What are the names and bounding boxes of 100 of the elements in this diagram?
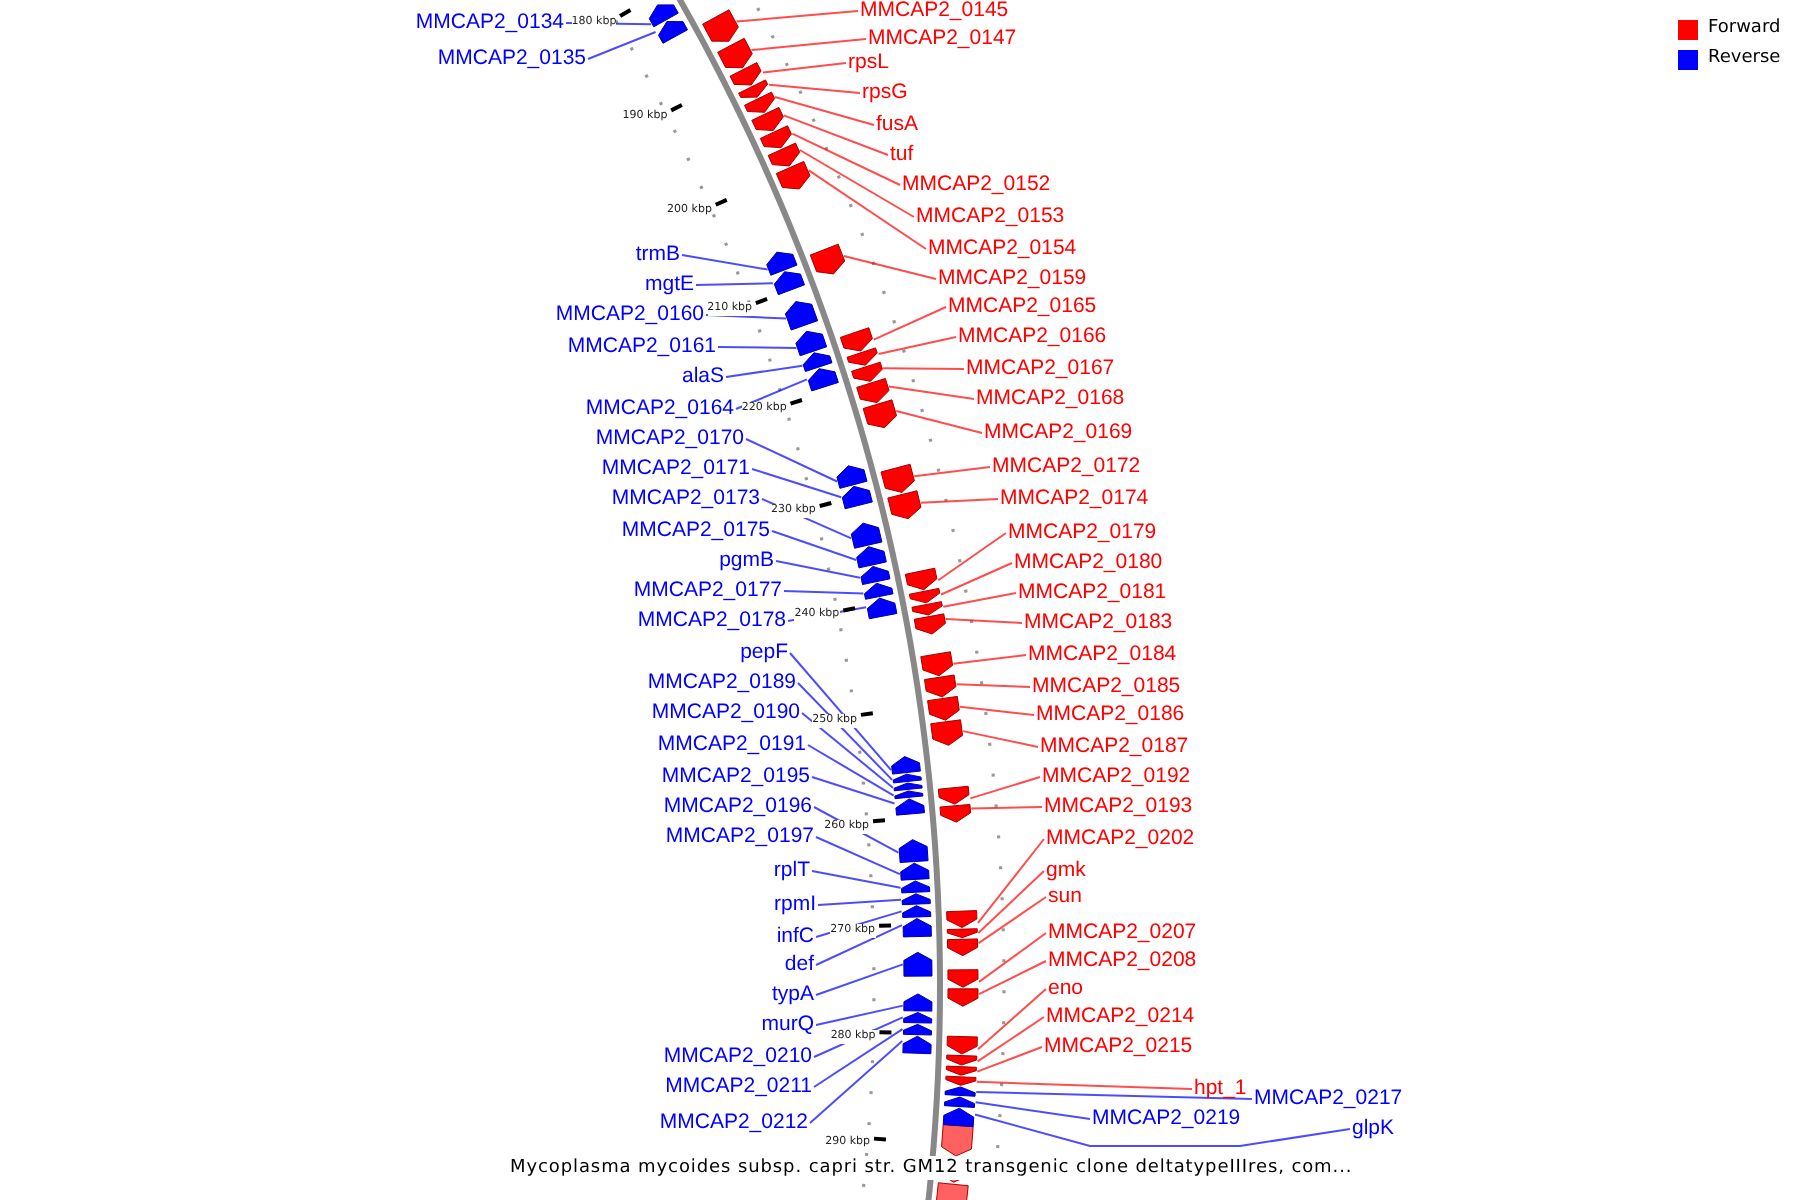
gene-label: MMCAP2_0212 [659, 1110, 808, 1136]
gene-block [856, 377, 890, 404]
gene-label: hpt_1 [1194, 1076, 1247, 1102]
leader-line [587, 31, 657, 60]
gene-block [944, 1086, 976, 1097]
leader-line [887, 385, 975, 400]
gene-label: MMCAP2_0180 [1014, 550, 1163, 576]
gene-block [866, 597, 898, 620]
gene-block [841, 485, 873, 510]
gene-label: MMCAP2_0147 [868, 26, 1017, 52]
gene-label: tuf [890, 142, 914, 168]
gene-block [902, 1035, 932, 1055]
gene-label: def [784, 952, 814, 978]
gene-label: rpsG [862, 80, 908, 106]
gene-block [862, 399, 898, 429]
gene-block [795, 330, 828, 357]
gene-block [648, 4, 679, 28]
gene-label: MMCAP2_0179 [1008, 520, 1157, 546]
gene-block [901, 880, 931, 894]
gene-label: rpsL [848, 50, 889, 76]
gene-label: MMCAP2_0173 [611, 486, 760, 512]
leader-line [970, 806, 1043, 810]
gene-label: MMCAP2_0171 [601, 456, 750, 482]
gene-block [893, 782, 923, 792]
gene-block [773, 271, 805, 296]
gene-block [807, 368, 839, 392]
leader-line [735, 10, 859, 23]
gene-block [945, 1065, 977, 1076]
gene-label: MMCAP2_0174 [1000, 486, 1149, 512]
gene-block [902, 1023, 932, 1036]
leader-line [974, 1101, 1091, 1120]
gene-label: MMCAP2_0184 [1028, 642, 1177, 668]
gene-label: MMCAP2_0195 [661, 764, 810, 790]
gene-block [946, 1054, 978, 1066]
leader-line [975, 1080, 1193, 1090]
gene-label: MMCAP2_0164 [585, 396, 734, 422]
leader-line [942, 592, 1017, 608]
gene-label: MMCAP2_0166 [958, 324, 1107, 350]
gene-block [902, 918, 932, 938]
leader-line [725, 364, 804, 378]
leader-line [955, 683, 1031, 688]
leader-line [977, 896, 1047, 945]
leader-line [842, 255, 937, 280]
gene-label: MMCAP2_0134 [415, 10, 564, 36]
leader-line [761, 62, 847, 74]
gene-label: MMCAP2_0153 [916, 204, 1065, 230]
gene-block [913, 613, 946, 635]
gene-label: MMCAP2_0190 [651, 700, 800, 726]
leader-line [977, 870, 1045, 934]
gene-label: MMCAP2_0161 [567, 334, 716, 360]
leader-line [969, 776, 1041, 800]
gene-block [775, 160, 811, 190]
leader-line [815, 963, 904, 996]
gene-label: MMCAP2_0152 [902, 172, 1051, 198]
gene-block [943, 1096, 976, 1108]
gene-label: MMCAP2_0191 [657, 732, 806, 758]
leader-line [791, 132, 901, 186]
gene-block [927, 695, 960, 721]
leader-line [944, 618, 1023, 624]
gene-label: trmB [635, 242, 680, 268]
gene-block [850, 522, 883, 549]
map-caption: Mycoplasma mycoides subsp. capri str. GM12 transgenic clone deltatypeIIIres, com... [510, 1156, 1353, 1180]
gene-block [892, 773, 922, 784]
gene-block [946, 910, 978, 929]
gene-block [802, 352, 833, 372]
gene-label: MMCAP2_0186 [1036, 702, 1185, 728]
leader-line [877, 336, 957, 355]
leader-line [895, 410, 983, 434]
gene-block [903, 951, 933, 977]
leader-line [735, 378, 808, 410]
leader-line [958, 705, 1035, 716]
gene-label: pepF [740, 640, 788, 666]
leader-line [789, 652, 893, 772]
gene-block [920, 651, 954, 677]
gene-block [903, 1012, 933, 1024]
gene-label: MMCAP2_0193 [1044, 794, 1193, 820]
gene-block [702, 9, 739, 42]
leader-line [797, 682, 894, 781]
gene-label: MMCAP2_0159 [938, 266, 1087, 292]
gene-label: MMCAP2_0217 [1254, 1086, 1403, 1112]
gene-block [898, 839, 929, 863]
gene-block [851, 361, 883, 382]
gene-label: MMCAP2_0145 [860, 0, 1009, 24]
gene-label: eno [1048, 976, 1084, 1002]
leader-line [813, 1028, 904, 1088]
gene-block [729, 62, 762, 86]
gene-block [846, 347, 878, 366]
gene-block [901, 893, 931, 906]
leader-line [813, 806, 900, 854]
gene-label: MMCAP2_0160 [555, 302, 704, 328]
gene-label: MMCAP2_0208 [1048, 948, 1197, 974]
gene-label: gmk [1046, 858, 1086, 884]
gene-label: MMCAP2_0202 [1046, 826, 1195, 852]
leader-line [705, 314, 788, 320]
gene-block [658, 21, 688, 44]
gene-block [836, 465, 868, 489]
gene-label: MMCAP2_0177 [633, 578, 782, 604]
leader-line [815, 1004, 904, 1026]
gene-block [895, 798, 925, 816]
gene-label: MMCAP2_0169 [984, 420, 1133, 446]
